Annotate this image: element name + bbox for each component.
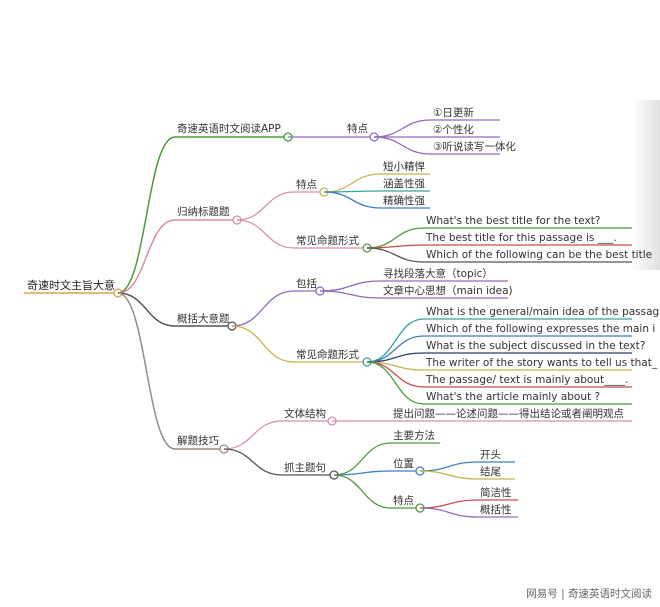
main-idea-forms-label[interactable]: 常见命题形式 [296,349,359,361]
connector-line [117,292,176,327]
title-feature-item[interactable]: 精确性强 [383,195,425,207]
main-idea-form-item[interactable]: What is the general/main idea of the pas… [426,306,660,318]
connector-line [223,420,283,450]
connector-line [373,136,432,155]
app-features-label[interactable]: 特点 [347,123,368,135]
main-idea-form-item[interactable]: What's the article mainly about ? [426,391,601,403]
branch-app-label[interactable]: 奇速英语时文阅读APP [177,123,281,135]
connector-line [236,191,295,221]
main-idea-form-item[interactable]: The passage/ text is mainly about____. [426,374,629,386]
app-feature-item[interactable]: ②个性化 [433,124,474,136]
connector-line [323,173,382,193]
root-node[interactable]: 奇速时文主旨大意 [27,279,115,292]
tips-traits-label[interactable]: 特点 [393,495,414,507]
connector-line [373,119,432,138]
main-idea-include-item[interactable]: 寻找段落大意（topic） [383,268,493,280]
connector-line [333,470,392,476]
title-feature-item[interactable]: 涵盖性强 [383,178,425,190]
connector-line [419,470,479,480]
branch-main-idea-label[interactable]: 概括大意题 [177,313,230,325]
tips-trait-item[interactable]: 概括性 [480,504,512,516]
main-idea-form-item[interactable]: The writer of the story wants to tell us… [426,357,658,369]
title-form-item[interactable]: What's the best title for the text? [426,215,601,227]
connector-line [323,191,382,209]
connector-line [419,507,479,518]
connector-line [366,318,425,363]
connector-line [319,280,382,292]
title-form-item[interactable]: The best title for this passage is ___. [426,232,617,244]
connector-line [333,474,392,509]
main-idea-include-label[interactable]: 包括 [296,278,317,290]
title-feature-item[interactable]: 短小精悍 [383,161,425,173]
watermark: 网易号 | 奇速英语时文阅读 [526,588,652,600]
connector-line [117,219,176,294]
branch-tips-label[interactable]: 解题技巧 [177,435,219,447]
connector-line [366,247,425,263]
tips-position-item[interactable]: 开头 [480,449,501,461]
title-form-item[interactable]: Which of the following can be the best t… [426,249,653,261]
connector-line [419,499,479,509]
connector-line [231,325,295,363]
tips-position-item[interactable]: 结尾 [480,466,501,478]
app-feature-item[interactable]: ③听说读写一体化 [433,141,516,153]
main-idea-form-item[interactable]: What is the subject discussed in the tex… [426,340,646,352]
right-edge-shadow [632,100,660,270]
connector-line [223,448,283,476]
tips-method-item[interactable]: 主要方法 [393,430,435,442]
connector-line [366,361,425,405]
main-idea-include-item[interactable]: 文章中心思想（main idea) [383,285,513,297]
tips-topic-label[interactable]: 抓主题句 [284,462,326,474]
tips-structure-label[interactable]: 文体结构 [284,408,326,420]
connector-line [333,442,392,476]
connector-line [236,219,295,249]
connector-line [117,136,176,294]
tips-position-label[interactable]: 位置 [393,458,414,470]
connector-line [319,290,382,299]
connector-line [117,292,176,450]
app-feature-item[interactable]: ①日更新 [433,107,474,119]
connector-line [419,461,479,472]
title-features-label[interactable]: 特点 [296,179,317,191]
connector-line [231,290,295,327]
tips-structure-text[interactable]: 提出问题——论述问题——得出结论或者阐明观点 [393,408,624,420]
main-idea-form-item[interactable]: Which of the following expresses the mai… [426,323,656,335]
title-forms-label[interactable]: 常见命题形式 [296,235,359,247]
connector-line [366,244,425,249]
branch-title-label[interactable]: 归纳标题题 [177,206,230,218]
tips-trait-item[interactable]: 简洁性 [480,487,512,499]
